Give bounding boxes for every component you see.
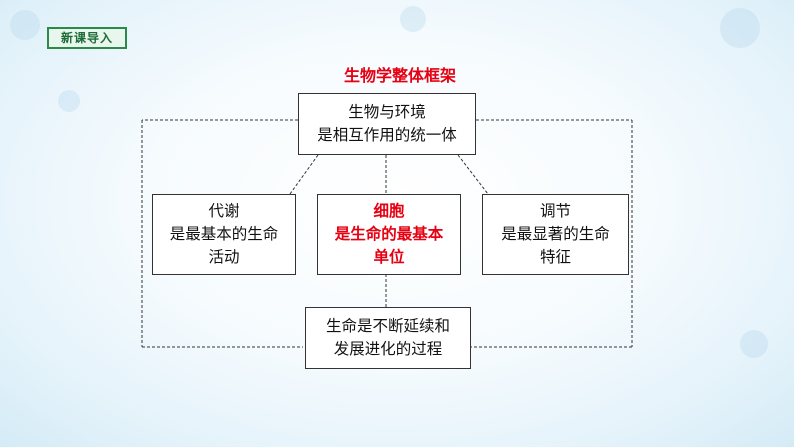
decor-bubble <box>740 330 768 358</box>
node-metabolism-line2: 是最基本的生命 <box>169 225 279 243</box>
node-metabolism-line1: 代谢 <box>208 202 240 220</box>
node-evolution-line2: 发展进化的过程 <box>333 340 443 358</box>
node-regulation-line1: 调节 <box>539 202 571 220</box>
node-regulation-line2: 是最显著的生命 <box>501 225 610 243</box>
decor-bubble <box>10 10 40 40</box>
node-regulation: 调节 是最显著的生命 特征 <box>482 194 629 275</box>
node-cell-line3: 单位 <box>373 248 405 266</box>
node-environment: 生物与环境 是相互作用的统一体 <box>298 93 476 155</box>
diagram-title: 生物学整体框架 <box>343 66 456 85</box>
node-environment-line1: 生物与环境 <box>348 103 426 121</box>
decor-bubble <box>58 90 80 112</box>
node-evolution: 生命是不断延续和 发展进化的过程 <box>305 307 471 369</box>
node-environment-line2: 是相互作用的统一体 <box>317 126 457 144</box>
decor-bubble <box>400 6 426 32</box>
node-evolution-line1: 生命是不断延续和 <box>325 317 450 335</box>
connector-top-to-left <box>289 154 319 195</box>
section-badge: 新课导入 <box>47 27 127 49</box>
decor-bubble <box>720 8 760 48</box>
node-metabolism: 代谢 是最基本的生命 活动 <box>152 194 296 275</box>
node-cell-line1: 细胞 <box>373 202 405 220</box>
node-cell-line2: 是生命的最基本 <box>334 225 444 243</box>
node-metabolism-line3: 活动 <box>208 248 240 266</box>
node-regulation-line3: 特征 <box>539 248 571 266</box>
connector-top-to-right <box>457 154 489 195</box>
node-cell: 细胞 是生命的最基本 单位 <box>317 194 461 275</box>
